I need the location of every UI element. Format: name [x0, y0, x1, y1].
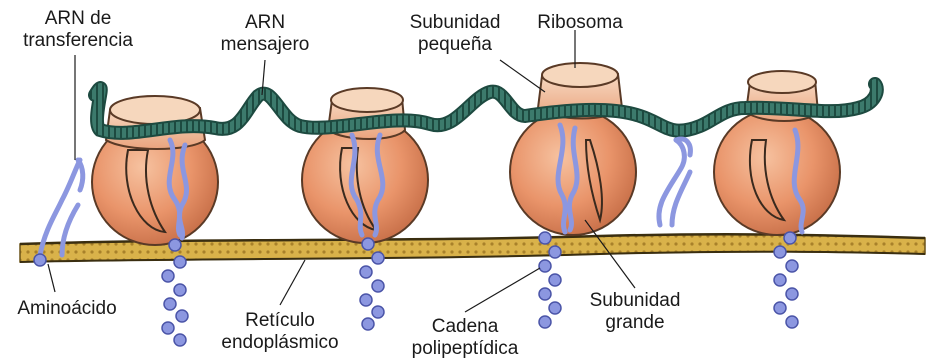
free-trna-right	[659, 139, 690, 225]
free-trna-left	[40, 160, 83, 255]
label-mrna-line1: ARN	[210, 12, 320, 34]
ribosome-1	[92, 96, 218, 245]
label-large-subunit-line2: grande	[575, 312, 695, 334]
ribosome-trnas	[169, 125, 803, 238]
label-er: Retículo endoplásmico	[210, 310, 350, 354]
label-ribosome: Ribosoma	[530, 12, 630, 34]
ribosome-2	[302, 88, 428, 243]
label-amino-acid-line1: Aminoácido	[2, 298, 132, 320]
label-polypeptide-line2: polipeptídica	[395, 338, 535, 360]
label-polypeptide-line1: Cadena	[395, 316, 535, 338]
label-trna-line2: transferencia	[8, 30, 148, 52]
label-trna: ARN de transferencia	[8, 8, 148, 52]
label-amino-acid: Aminoácido	[2, 298, 132, 320]
label-small-subunit-line1: Subunidad	[395, 12, 515, 34]
label-er-line1: Retículo	[210, 310, 350, 332]
label-large-subunit: Subunidad grande	[575, 290, 695, 334]
label-er-line2: endoplásmico	[210, 332, 350, 354]
label-polypeptide: Cadena polipeptídica	[395, 316, 535, 360]
label-mrna-line2: mensajero	[210, 34, 320, 56]
ribosome-4	[714, 71, 840, 235]
label-small-subunit-line2: pequeña	[395, 34, 515, 56]
label-mrna: ARN mensajero	[210, 12, 320, 56]
label-small-subunit: Subunidad pequeña	[395, 12, 515, 56]
label-trna-line1: ARN de	[8, 8, 148, 30]
label-ribosome-line1: Ribosoma	[530, 12, 630, 34]
label-large-subunit-line1: Subunidad	[575, 290, 695, 312]
